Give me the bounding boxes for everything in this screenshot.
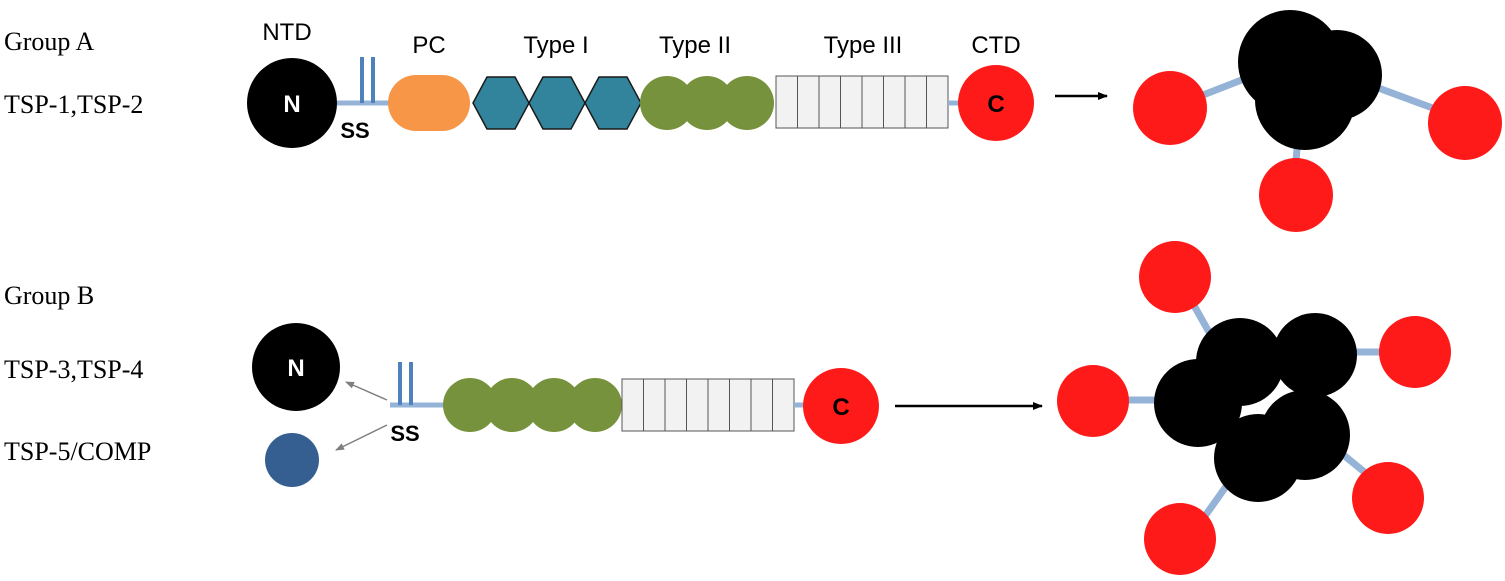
ctd-label: CTD [971,32,1020,59]
ntd-label: NTD [262,19,311,46]
pc-domain [388,75,470,131]
ctd-circle-a [958,65,1034,141]
group-a-title: Group A [4,27,95,56]
type2-repeat-b-1 [443,378,497,432]
type1-repeat-3 [584,76,642,130]
type2-repeat-a-2 [680,76,734,130]
type3-repeats-b [621,378,795,432]
small-ntd-circle [265,433,319,487]
group-a: Group A TSP-1,TSP-2 NTD PC Type I Type I… [4,10,1502,232]
group-b-members-2: TSP-5/COMP [4,437,151,466]
type2-repeat-a-3 [720,76,774,130]
ntd-circle-b [252,323,340,411]
ss-label-a: SS [340,118,369,143]
cleave-arrow-2 [335,424,388,451]
type2-repeat-b-4 [568,378,622,432]
ntd-circle-a [247,58,337,148]
type3-label: Type III [824,32,903,59]
type2-label: Type II [659,32,731,59]
pc-label: PC [412,32,445,59]
trimer-assembly [1133,10,1502,232]
type1-label: Type I [523,32,588,59]
ss-label-b: SS [390,421,419,446]
pentamer-assembly [1057,241,1451,575]
ntd-n-label-a: N [283,91,300,118]
type1-repeat-2 [528,76,586,130]
ntd-n-label-b: N [287,355,304,382]
type2-repeat-a-1 [640,76,694,130]
type2-repeat-b-2 [485,378,539,432]
type1-repeat-1 [472,76,530,130]
type3-repeats-a [775,75,949,129]
ctd-c-label-a: C [987,91,1004,118]
type2-repeat-b-3 [527,378,581,432]
group-b-members-1: TSP-3,TSP-4 [4,355,143,384]
ctd-c-label-b: C [832,394,849,421]
group-b-title: Group B [4,281,94,310]
ctd-circle-b [803,368,879,444]
group-a-members: TSP-1,TSP-2 [4,90,143,119]
cleave-arrow-1 [345,381,388,401]
group-b: Group B TSP-3,TSP-4 TSP-5/COMP N SS [4,241,1451,575]
